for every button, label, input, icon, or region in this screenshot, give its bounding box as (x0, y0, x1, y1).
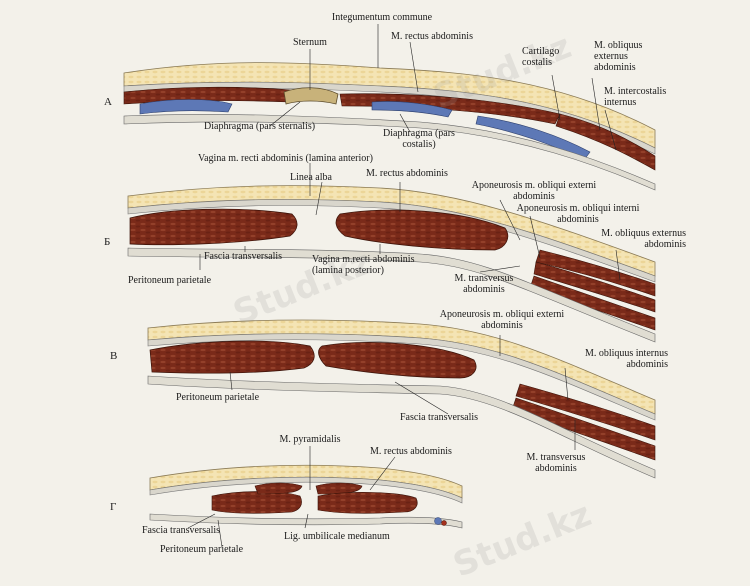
panel-b-posterior (127, 247, 656, 343)
label-b-aponeurosis-int: Aponeurosis m. obliqui interni abdominis (516, 203, 640, 225)
label-v-obliquus-int: M. obliquus internus abdominis (584, 348, 668, 370)
panel-g-fascia-ant (149, 476, 463, 504)
panel-b-fascia-ant (127, 199, 656, 283)
panel-b-lateral-int (533, 261, 656, 313)
panel-a-diaphragm-costal-1 (371, 101, 453, 118)
panel-g-vessel-2 (441, 520, 447, 526)
panel-g-letter: Г (110, 501, 117, 513)
panel-v-rectus-right (318, 342, 477, 379)
panel-v-rectus-left (149, 340, 315, 374)
label-lig-umbilicale: Lig. umbilicale medianum (284, 531, 390, 542)
panel-v-leaders (229, 335, 576, 450)
panel-v-fascia-ant (147, 333, 656, 421)
panel-b-lateral-ext (535, 249, 656, 297)
label-b-rectus: M. rectus abdominis (366, 168, 448, 179)
panel-g (149, 446, 463, 548)
label-sternum: Sternum (293, 37, 327, 48)
label-diaphragma-costalis: Diaphragma (pars costalis) (383, 128, 455, 150)
panel-b-leaders (199, 163, 621, 281)
panel-a-leaders (269, 24, 617, 151)
panel-v-lateral-int (515, 383, 656, 441)
label-v-aponeurosis-ext: Aponeurosis m. obliqui externi abdominis (439, 309, 565, 331)
label-g-peritoneum: Peritoneum parietale (160, 544, 244, 555)
label-g-fascia-transversalis: Fascia transversalis (142, 525, 221, 536)
panel-a-sternum (283, 87, 339, 105)
label-linea-alba: Linea alba (290, 172, 332, 183)
panel-g-rectus-left (211, 491, 302, 514)
label-vagina-posterior: Vagina m.recti abdominis (lamina posteri… (312, 254, 415, 276)
label-b-transversus: M. transversus abdominis (454, 273, 514, 295)
label-v-transversus: M. transversus abdominis (526, 452, 586, 474)
panel-g-pyramidalis-left (254, 482, 303, 495)
panel-a-intercostal (555, 113, 656, 171)
panel-v (147, 319, 656, 479)
label-a-obliquus-ext: M. obliquus externus abdominis (594, 40, 643, 73)
label-b-aponeurosis-ext: Aponeurosis m. obliqui externi abdominis (471, 180, 597, 202)
panel-v-posterior (147, 375, 656, 479)
panel-b-rectus-left (129, 208, 298, 246)
panel-a-diaphragm-sternal (139, 99, 233, 115)
panel-g-rectus-right (317, 492, 418, 514)
label-pyramidalis: M. pyramidalis (279, 434, 341, 445)
panel-b-letter: Б (104, 236, 111, 248)
panel-v-letter: В (110, 350, 118, 362)
label-g-rectus: M. rectus abdominis (370, 446, 452, 457)
panel-a-deep-layer (123, 114, 656, 191)
panel-a-letter: A (104, 96, 112, 108)
label-diaphragma-sternalis: Diaphragma (pars sternalis) (204, 121, 316, 132)
panel-b (127, 163, 656, 343)
panel-b-rectus-right (335, 209, 509, 251)
label-cartilago: Cartilago costalis (522, 46, 560, 68)
label-v-fascia-transversalis: Fascia transversalis (400, 412, 479, 423)
label-integumentum: Integumentum commune (331, 12, 433, 23)
panel-g-leaders (187, 446, 396, 548)
panel-a (123, 24, 656, 191)
panel-g-posterior (149, 513, 463, 529)
label-b-obliquus-ext: M. obliquus externus abdominis (601, 228, 686, 250)
label-b-fascia-transversalis: Fascia transversalis (204, 251, 283, 262)
panel-g-vessel (434, 517, 442, 525)
label-intercostalis: M. intercostalis internus (604, 86, 667, 108)
label-v-peritoneum: Peritoneum parietale (176, 392, 260, 403)
label-a-rectus: M. rectus abdominis (391, 31, 473, 42)
label-vagina-anterior: Vagina m. recti abdominis (lamina anteri… (198, 153, 373, 164)
label-b-peritoneum: Peritoneum parietale (128, 275, 212, 286)
